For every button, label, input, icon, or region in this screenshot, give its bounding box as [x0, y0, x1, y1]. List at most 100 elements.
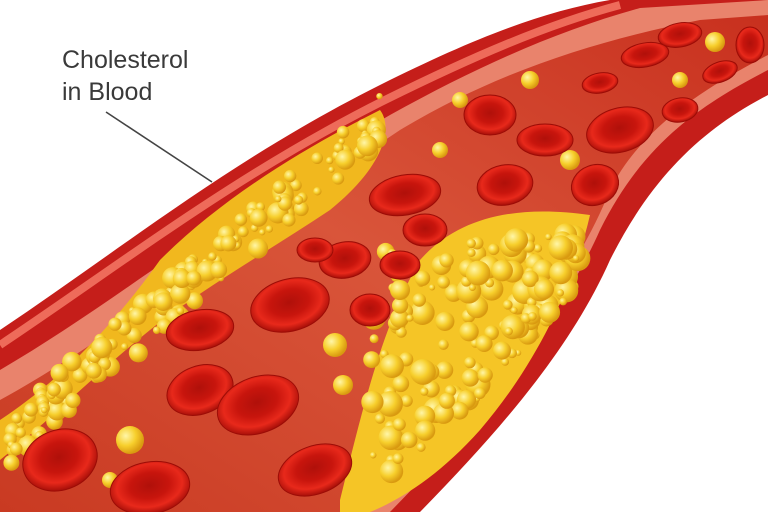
cholesterol-particle: [376, 92, 383, 100]
cholesterol-particle: [176, 307, 185, 315]
cholesterol-particle: [452, 92, 468, 108]
red-blood-cell: [661, 97, 699, 123]
cholesterol-particle: [128, 343, 148, 363]
cholesterol-particle: [210, 261, 228, 279]
cholesterol-particle: [400, 431, 418, 449]
cholesterol-particle: [325, 156, 334, 165]
cholesterol-particle: [533, 279, 555, 300]
cholesterol-particle: [461, 369, 480, 387]
cholesterol-particle: [186, 270, 202, 286]
cholesterol-particle: [414, 405, 436, 427]
cholesterol-particle: [492, 341, 511, 360]
cholesterol-particle: [356, 119, 370, 133]
cholesterol-particle: [477, 367, 493, 383]
cholesterol-particle: [390, 308, 409, 328]
cholesterol-particle: [437, 275, 450, 289]
cholesterol-particle: [65, 392, 81, 408]
cholesterol-particle: [539, 301, 561, 323]
cholesterol-particle: [420, 387, 429, 396]
cholesterol-particle: [283, 169, 297, 183]
cholesterol-particle: [487, 243, 500, 256]
cholesterol-particle: [248, 238, 269, 259]
cholesterol-particle: [274, 195, 282, 203]
cholesterol-particle: [259, 229, 266, 236]
red-blood-cell: [250, 277, 330, 333]
cholesterol-particle: [521, 270, 539, 288]
red-blood-cell: [735, 26, 765, 64]
cholesterol-particle: [361, 390, 384, 414]
cholesterol-particle: [41, 406, 48, 414]
cholesterol-particle: [11, 412, 23, 424]
cholesterol-particle: [172, 269, 192, 289]
cholesterol-particle: [400, 394, 413, 407]
cholesterol-particle: [439, 253, 454, 268]
cholesterol-particle: [410, 300, 435, 325]
cholesterol-particle: [313, 187, 322, 196]
cholesterol-particle: [282, 213, 296, 227]
annotation-label: Cholesterol in Blood: [62, 44, 188, 108]
cholesterol-particle: [328, 166, 335, 173]
red-blood-cell: [296, 237, 334, 263]
cholesterol-particle: [108, 317, 122, 331]
red-blood-cells: [22, 22, 765, 512]
cholesterol-particle: [237, 226, 249, 238]
cholesterol-particle: [234, 213, 248, 226]
cholesterol-particle: [464, 356, 476, 369]
cholesterol-particle: [152, 326, 161, 334]
red-blood-cell: [463, 94, 517, 136]
cholesterol-particle: [3, 454, 20, 471]
cholesterol-particle: [467, 248, 476, 258]
cholesterol-particle: [116, 426, 144, 454]
cholesterol-particle: [335, 149, 356, 170]
red-blood-cell: [166, 364, 234, 416]
cholesterol-particle: [391, 297, 409, 314]
annotation-line-2: in Blood: [62, 78, 153, 106]
annotation-leader-line: [105, 111, 213, 183]
cholesterol-particle: [501, 357, 510, 366]
cholesterol-particle: [545, 233, 552, 241]
cholesterol-particle: [24, 402, 38, 417]
red-blood-cell: [570, 163, 620, 207]
red-blood-cell: [476, 164, 534, 206]
cholesterol-particle: [249, 208, 268, 227]
cholesterol-particle: [277, 196, 293, 211]
cholesterol-particle: [311, 152, 323, 164]
red-blood-cell: [349, 293, 391, 327]
cholesterol-particle: [465, 260, 491, 286]
cholesterol-particle: [272, 180, 287, 194]
cholesterol-particle: [369, 451, 377, 459]
cholesterol-particle: [377, 391, 403, 417]
red-blood-cell: [22, 428, 98, 492]
cholesterol-particle: [153, 292, 173, 311]
cholesterol-particle: [672, 72, 688, 88]
cholesterol-particle: [528, 312, 537, 321]
artery-wall-highlight: [0, 1, 622, 349]
cholesterol-particle: [491, 259, 513, 282]
red-blood-cell: [702, 60, 738, 84]
cholesterol-particle: [363, 351, 381, 369]
cholesterol-particle: [374, 413, 385, 424]
cholesterol-particle: [170, 283, 191, 304]
red-blood-cell: [216, 374, 300, 436]
cholesterol-particle: [392, 417, 406, 431]
cholesterol-particle: [91, 337, 113, 359]
cholesterol-particle: [85, 362, 102, 379]
cholesterol-particle: [128, 307, 147, 326]
cholesterol-particle: [415, 420, 436, 441]
cholesterol-particle: [333, 375, 353, 395]
cholesterol-particle: [290, 179, 302, 192]
cholesterol-particle: [390, 280, 410, 300]
cholesterol-particle: [15, 427, 26, 438]
cholesterol-particle: [510, 306, 518, 314]
cholesterol-particle: [406, 314, 414, 322]
cholesterol-particle: [705, 32, 725, 52]
cholesterol-particle: [435, 311, 455, 331]
cholesterol-particle: [186, 292, 203, 310]
cholesterol-particle: [450, 401, 469, 420]
red-blood-cell: [277, 443, 353, 497]
cholesterol-particle: [392, 375, 410, 393]
cholesterol-particle: [338, 138, 345, 145]
cholesterol-particle: [435, 361, 454, 379]
